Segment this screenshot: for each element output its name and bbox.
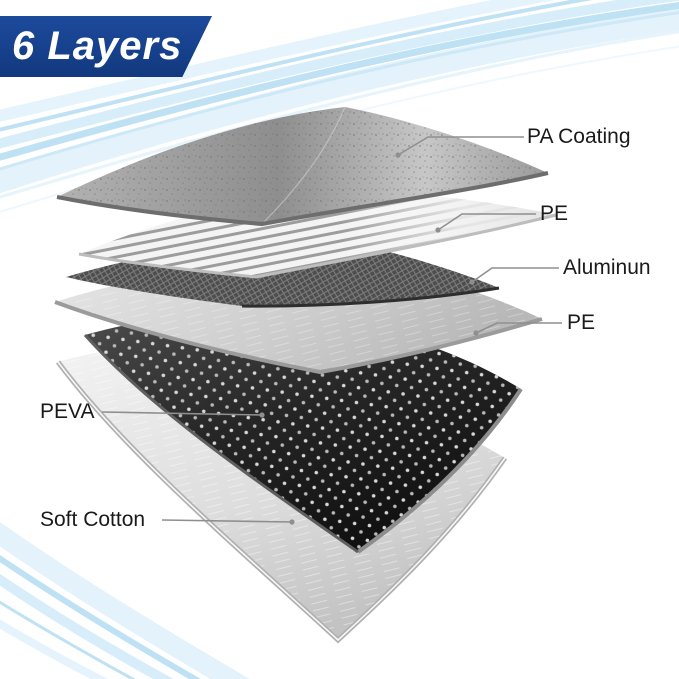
layer-pe-top-shape: [78, 189, 557, 279]
leader-dot-soft-cotton: [289, 519, 295, 525]
leader-soft-cotton: [161, 519, 293, 523]
layer-pa-coating-shape: [56, 106, 549, 227]
leader-aluminum: [471, 267, 559, 283]
label-aluminum: Aluminun: [563, 256, 651, 279]
label-peva: PEVA: [40, 400, 95, 423]
banner: 6 Layers: [0, 16, 212, 77]
label-soft-cotton: Soft Cotton: [40, 508, 146, 531]
label-pa-coating: PA Coating: [527, 125, 631, 148]
layer-peva-shape: [83, 313, 523, 554]
background-swoosh-top: [0, 0, 679, 213]
leader-dot-pa-coating: [395, 152, 401, 158]
background-swoosh-bottom: [0, 521, 250, 679]
leader-dot-aluminum: [469, 279, 475, 285]
leader-pa-coating: [397, 136, 524, 156]
leader-dot-pe-bottom: [473, 330, 479, 336]
leader-dot-pe-top: [435, 227, 441, 233]
label-pe-bottom: PE: [567, 311, 596, 334]
leader-lines: [101, 136, 562, 525]
leader-pe-top: [437, 213, 536, 231]
leader-pe-bottom: [475, 322, 562, 334]
leader-dot-peva: [259, 412, 265, 418]
label-pe-top: PE: [540, 202, 569, 225]
leader-peva: [101, 411, 263, 416]
banner-title: 6 Layers: [12, 24, 183, 68]
